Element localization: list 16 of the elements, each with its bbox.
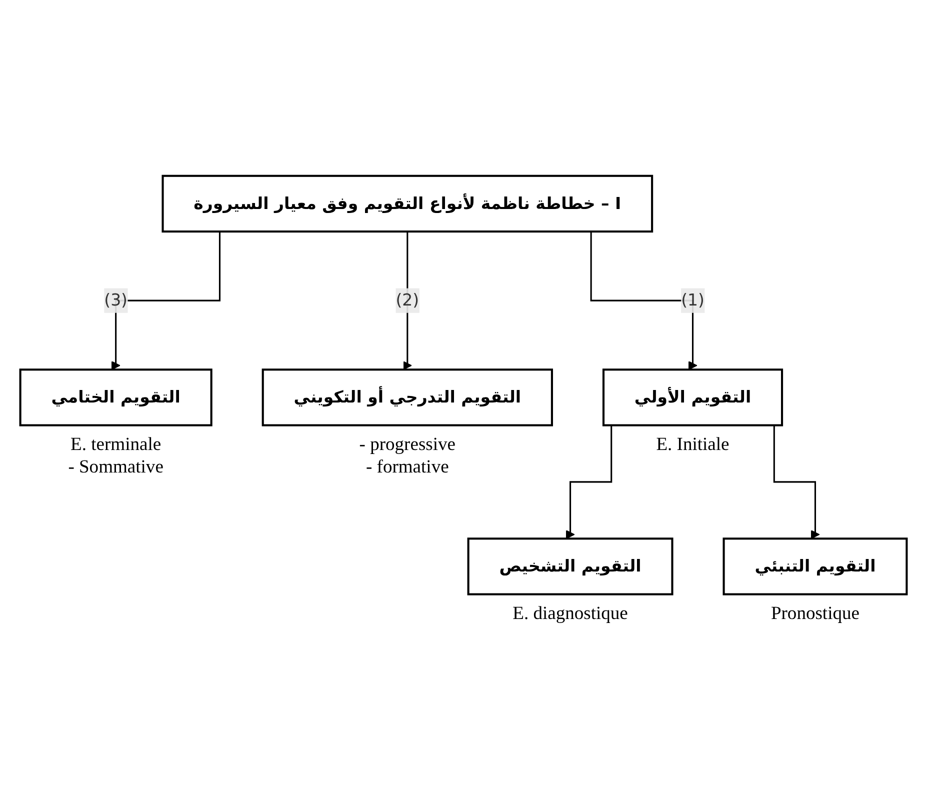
node-caption: E. diagnostique [512,603,628,624]
node-caption: - Sommative [68,456,164,478]
node-box: التقويم الأولي [602,368,784,426]
node-caption: - progressive [359,434,456,455]
node-box: التقويم التنبئي [722,538,908,596]
node-box: التقويم الختامي [19,368,212,426]
edge-label: (1) [681,290,704,310]
node-box: التقويم التشخيص [467,538,674,596]
node-box: I – خطاطة ناظمة لأنواع التقويم وفق معيار السيرورة [162,174,654,233]
node-caption: E. Initiale [656,434,730,455]
node-caption: - formative [366,456,449,478]
edge-label: (2) [396,290,420,310]
node-caption: E. terminale [70,434,162,455]
node-caption: Pronostique [770,603,860,624]
node-box: التقويم التدرجي أو التكويني [262,368,553,426]
edge-label: (3) [104,290,128,310]
